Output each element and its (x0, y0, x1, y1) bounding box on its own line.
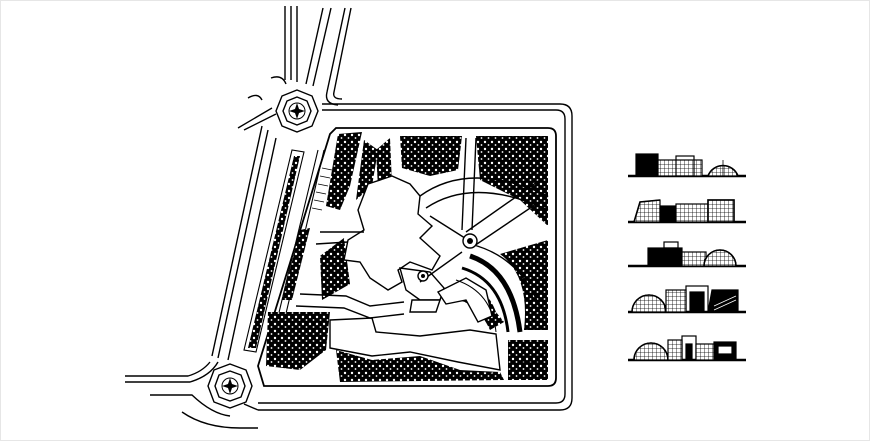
main-building-footprint (329, 175, 501, 371)
elevation-5 (628, 335, 746, 362)
elevation-1 (628, 153, 746, 178)
internal-drive (295, 137, 549, 319)
roundabout-north (275, 89, 319, 133)
roundabout-south (207, 363, 253, 409)
elevation-4 (628, 285, 746, 314)
site-plan (125, 6, 573, 429)
elevation-3 (628, 241, 746, 268)
north-access-road (270, 6, 352, 106)
parking-bays (311, 167, 540, 379)
elevation-2 (628, 199, 746, 224)
site-boundary (257, 127, 557, 387)
perimeter-road (125, 94, 573, 429)
amphitheatre-band (455, 253, 523, 333)
elevation-views (628, 153, 746, 362)
